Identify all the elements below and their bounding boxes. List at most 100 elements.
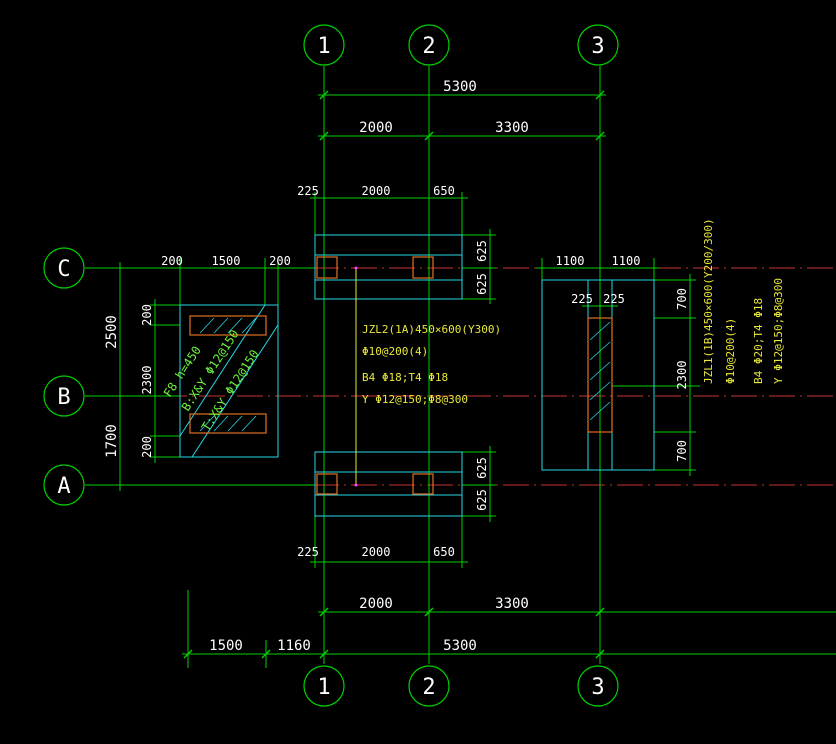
- dim-top-span1: 2000: [359, 120, 393, 136]
- rebar-lower-left: [316, 473, 338, 495]
- dim-upper-625a: 625: [475, 240, 489, 262]
- tick: [595, 90, 605, 100]
- dim-upper-650: 650: [433, 184, 455, 198]
- f8-diag-b: [191, 324, 279, 458]
- leader-dot-top: [354, 266, 358, 270]
- tick: [319, 649, 329, 659]
- hatch: [589, 381, 611, 401]
- dim-upper-625b: 625: [475, 273, 489, 295]
- axis-labels: 1 2 3 1 2 3 C B A: [57, 34, 604, 700]
- tick: [319, 90, 329, 100]
- dim-bottom-span1: 2000: [359, 596, 393, 612]
- jzl2-annotation: JZL2(1A)450×600(Y300) Φ10@200(4) B4 Φ18;…: [362, 323, 501, 406]
- axis-label-bottom-3: 3: [591, 675, 604, 700]
- lower-footing-outline: [314, 451, 463, 517]
- hatch: [199, 415, 215, 432]
- hatch: [589, 341, 611, 361]
- dim-bottom-total: 5300: [443, 638, 477, 654]
- jzl1-line-3: B4 Φ20;T4 Φ18: [752, 298, 765, 384]
- axis-label-left-a: A: [57, 474, 70, 499]
- axis-bubble-top-3: [577, 24, 619, 66]
- dim-left-2500: 2500: [104, 315, 120, 349]
- dim-left-2300: 2300: [140, 366, 154, 395]
- dimension-texts: 5300 2000 3300 225 2000 650 625 625 625 …: [104, 79, 689, 654]
- hatch: [241, 317, 257, 334]
- tick: [424, 131, 434, 141]
- dim-upper-225: 225: [297, 184, 319, 198]
- rebar-right-column: [587, 317, 613, 433]
- dim-left-200a: 200: [140, 304, 154, 326]
- tick: [319, 607, 329, 617]
- dim-bottom-span2: 3300: [495, 596, 529, 612]
- dim-top-span2: 3300: [495, 120, 529, 136]
- hatch: [227, 415, 243, 432]
- upper-footing-outline: [314, 234, 463, 300]
- rebar-upper-right: [412, 256, 434, 279]
- axis-bubble-bottom-3: [577, 665, 619, 707]
- right-footing-outline: [541, 279, 655, 471]
- dim-lower-225: 225: [297, 545, 319, 559]
- dim-right-2300: 2300: [675, 361, 689, 390]
- axis-label-top-2: 2: [422, 34, 435, 59]
- axis-label-left-c: C: [57, 257, 70, 282]
- hatch: [589, 401, 611, 421]
- jzl2-line-2: Φ10@200(4): [362, 345, 428, 358]
- dim-f8-200a: 200: [161, 254, 183, 268]
- axis-label-bottom-1: 1: [317, 675, 330, 700]
- axis-label-top-3: 3: [591, 34, 604, 59]
- dim-right-700a: 700: [675, 288, 689, 310]
- tick: [595, 131, 605, 141]
- dim-f8-200b: 200: [269, 254, 291, 268]
- jzl1-line-1: JZL1(1B)450×600(Y200/300): [702, 218, 715, 384]
- axis-bubble-bottom-1: [303, 665, 345, 707]
- hatch: [589, 361, 611, 381]
- axis-bubbles: [43, 24, 619, 707]
- tick: [183, 649, 193, 659]
- dim-right-225a: 225: [571, 292, 593, 306]
- dim-ticks: [183, 90, 605, 659]
- rebar-blocks: [189, 256, 613, 495]
- hatch: [213, 415, 229, 432]
- dim-left-200b: 200: [140, 436, 154, 458]
- dim-lower-625b: 625: [475, 489, 489, 511]
- hatch: [199, 317, 215, 334]
- jzl1-line-4: Y Φ12@150;Φ8@300: [772, 278, 785, 384]
- dim-lower-2000: 2000: [362, 545, 391, 559]
- axis-label-left-b: B: [57, 385, 70, 410]
- hatching: [199, 317, 611, 432]
- tick: [319, 131, 329, 141]
- dim-top-total: 5300: [443, 79, 477, 95]
- axis-label-top-1: 1: [317, 34, 330, 59]
- dim-bottom-1160: 1160: [277, 638, 311, 654]
- hatch: [227, 317, 243, 334]
- tick: [261, 649, 271, 659]
- hatch: [213, 317, 229, 334]
- hatch: [589, 321, 611, 341]
- axis-bubble-bottom-2: [408, 665, 450, 707]
- dim-lower-650: 650: [433, 545, 455, 559]
- tick: [424, 607, 434, 617]
- tick: [595, 607, 605, 617]
- f8-footing-outline: [179, 304, 279, 458]
- axis-bubble-top-1: [303, 24, 345, 66]
- dim-right-700b: 700: [675, 440, 689, 462]
- dim-right-1100a: 1100: [556, 254, 585, 268]
- axis-bubble-left-c: [43, 247, 85, 289]
- jzl1-line-2: Φ10@200(4): [724, 318, 737, 384]
- jzl2-line-4: Y Φ12@150;Φ8@300: [362, 393, 468, 406]
- f8-diag-a: [179, 304, 266, 437]
- rebar-f8-bottom: [189, 413, 267, 434]
- jzl2-line-3: B4 Φ18;T4 Φ18: [362, 371, 448, 384]
- axis-bubble-left-b: [43, 375, 85, 417]
- hatch: [241, 415, 257, 432]
- green-linework: [85, 66, 836, 668]
- dim-left-1700: 1700: [104, 424, 120, 458]
- axis-label-bottom-2: 2: [422, 675, 435, 700]
- jzl1-annotation: JZL1(1B)450×600(Y200/300) Φ10@200(4) B4 …: [702, 218, 785, 384]
- dim-bottom-1500: 1500: [209, 638, 243, 654]
- rebar-upper-left: [316, 256, 338, 279]
- axis-bubble-left-a: [43, 464, 85, 506]
- dim-right-225b: 225: [603, 292, 625, 306]
